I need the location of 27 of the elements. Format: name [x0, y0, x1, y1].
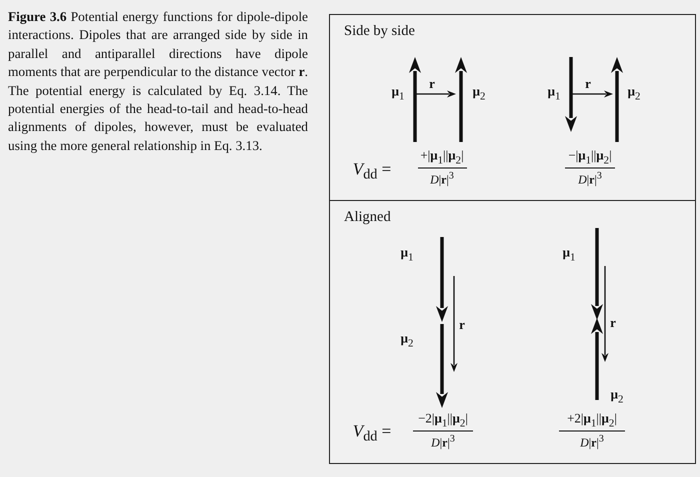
symbol-label: μ$_{1}$ [400, 246, 414, 264]
symbol-label: r [585, 77, 591, 91]
symbol-label: r [610, 316, 616, 330]
potential-label: V$_{dd}$ = [352, 424, 392, 444]
numerator: −|μ$_{1}$||μ$_{2}$| [568, 148, 612, 168]
symbol-label: r [459, 318, 465, 332]
denominator: D|r|$^{3}$ [578, 170, 602, 186]
denominator: D|r|$^{3}$ [580, 432, 604, 450]
symbol-label: μ$_{1}$ [548, 84, 560, 104]
panel [329, 200, 696, 464]
potential-label: V$_{dd}$ = [352, 162, 392, 182]
figure-caption: Figure 3.6 Potential energy functions for dipole-dipole interactions. Dipoles that are arranged side by side in parallel and antiparallel directions have dipole moments that are perpendicular to the distance vector r. The potential energy is calculated by Eq. 3.14. The potential energies of the head-to-tail and head-to-head alignments of dipoles, however, must be evaluated using the more general relationship in Eq. 3.13. [8, 8, 308, 155]
denominator: D|r|$^{3}$ [431, 432, 455, 450]
symbol-label: μ$_{1}$ [392, 84, 404, 104]
numerator: +|μ$_{1}$||μ$_{2}$| [420, 148, 464, 168]
symbol-label: r [429, 77, 435, 91]
numerator: −2|μ$_{1}$||μ$_{2}$| [418, 412, 468, 430]
symbol-label: μ$_{2}$ [400, 332, 414, 350]
symbol-label: μ$_{1}$ [562, 246, 576, 264]
symbol-label: μ$_{2}$ [610, 388, 624, 406]
panel-heading: Aligned [344, 209, 391, 226]
denominator: D|r|$^{3}$ [430, 170, 454, 186]
symbol-label: μ$_{2}$ [472, 84, 486, 104]
symbol-label: μ$_{2}$ [628, 84, 640, 104]
numerator: +2|μ$_{1}$||μ$_{2}$| [567, 412, 617, 430]
panel [329, 14, 696, 201]
panel-heading: Side by side [344, 23, 415, 40]
